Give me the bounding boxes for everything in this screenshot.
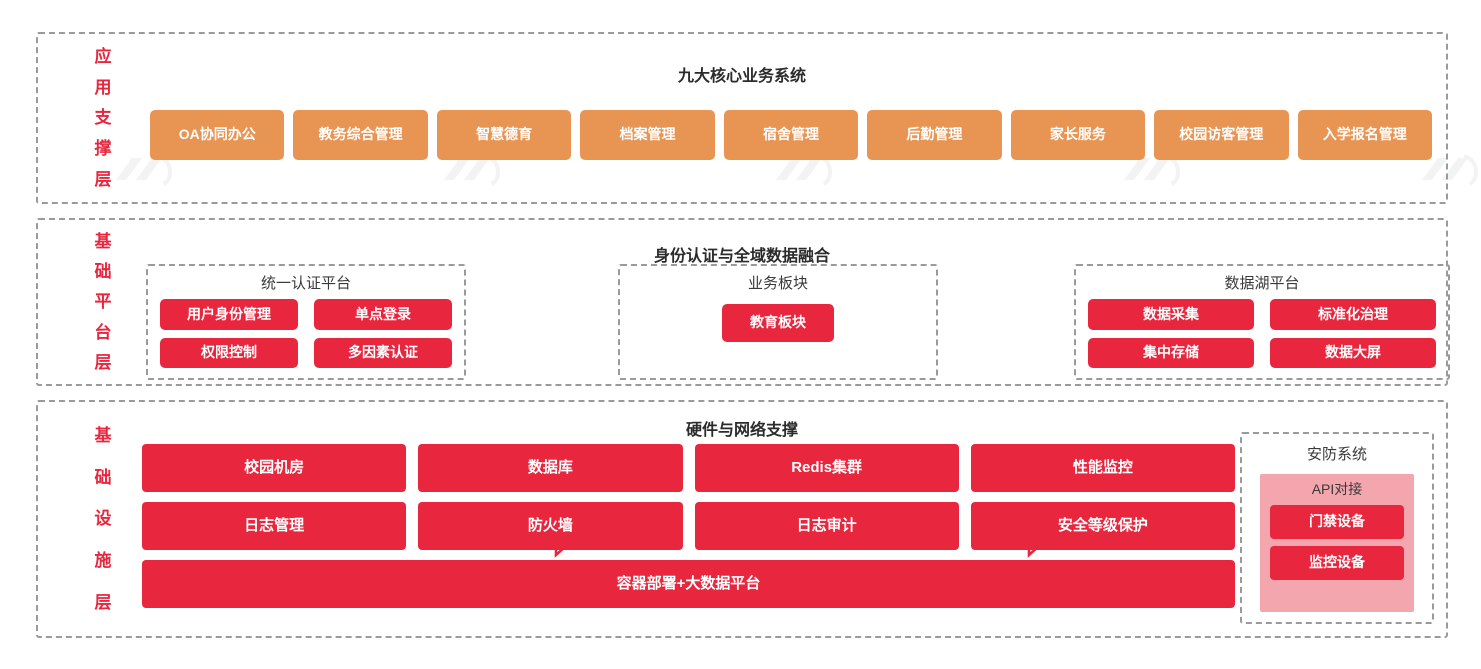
system-chip-academic-affairs[interactable]: 教务综合管理 (293, 110, 428, 160)
group-business-sector: 业务板块 教育板块 (618, 264, 938, 380)
group-unified-auth-platform: 统一认证平台 用户身份管理 单点登录 权限控制 多因素认证 (146, 264, 466, 380)
system-chip-logistics-management[interactable]: 后勤管理 (867, 110, 1002, 160)
layer-label-char: 层 (94, 593, 112, 613)
infra-chip-log-management[interactable]: 日志管理 (142, 502, 407, 550)
api-integration-panel: API对接 门禁设备 监控设备 (1260, 474, 1414, 612)
layer-label-char: 台 (94, 322, 112, 342)
layer-label-base-platform: 基 础 平 台 层 (86, 220, 120, 384)
layer-label-char: 撑 (94, 139, 112, 159)
layer-label-char: 用 (94, 77, 112, 97)
auth-chip-single-sign-on[interactable]: 单点登录 (314, 299, 452, 330)
security-device-list: 门禁设备 监控设备 (1260, 505, 1414, 580)
lake-chip-data-dashboard[interactable]: 数据大屏 (1270, 337, 1436, 368)
layer-label-char: 施 (94, 551, 112, 571)
group-title-unified-auth-platform: 统一认证平台 (260, 275, 351, 292)
infrastructure-row: 校园机房 数据库 Redis集群 性能监控 (142, 444, 1235, 492)
infrastructure-wide-row: 容器部署+大数据平台 (142, 560, 1235, 608)
infra-chip-log-audit[interactable]: 日志审计 (694, 502, 959, 550)
layer-label-infrastructure: 基 础 设 施 层 (86, 402, 120, 636)
layer-label-char: 应 (94, 46, 112, 66)
layer-label-char: 层 (94, 170, 112, 190)
layer-title-core-business-systems: 九大核心业务系统 (677, 68, 806, 85)
business-sector-item-list: 教育板块 (620, 304, 936, 342)
system-chip-oa[interactable]: OA协同办公 (150, 110, 285, 160)
layer-label-char: 础 (94, 467, 112, 487)
layer-infrastructure: 基 础 设 施 层 硬件与网络支撑 校园机房 数据库 Redis集群 性能监控 … (36, 400, 1448, 638)
api-integration-label: API对接 (1311, 481, 1363, 497)
layer-label-char: 支 (94, 108, 112, 128)
security-system-panel: 安防系统 API对接 门禁设备 监控设备 (1240, 432, 1434, 624)
layer-title-hardware-network-support: 硬件与网络支撑 (685, 422, 798, 439)
security-chip-access-control-device[interactable]: 门禁设备 (1270, 505, 1404, 539)
layer-label-char: 基 (94, 425, 112, 445)
infra-chip-redis-cluster[interactable]: Redis集群 (694, 444, 959, 492)
layer-label-char: 设 (94, 509, 112, 529)
layer-application-support: 应 用 支 撑 层 九大核心业务系统 OA协同办公 教务综合管理 智慧德育 档案… (36, 32, 1448, 204)
data-lake-item-grid: 数据采集 标准化治理 集中存储 数据大屏 (1088, 299, 1436, 368)
layer-label-application-support: 应 用 支 撑 层 (86, 34, 120, 202)
layer-label-char: 平 (94, 292, 112, 312)
system-chip-dormitory-management[interactable]: 宿舍管理 (723, 110, 859, 160)
layer-label-char: 层 (94, 352, 112, 372)
group-title-data-lake-platform: 数据湖平台 (1224, 275, 1300, 292)
core-business-system-list: OA协同办公 教务综合管理 智慧德育 档案管理 宿舍管理 后勤管理 家长服务 校… (150, 110, 1432, 160)
infra-chip-container-bigdata-platform[interactable]: 容器部署+大数据平台 (142, 560, 1235, 608)
auth-chip-user-identity[interactable]: 用户身份管理 (160, 299, 298, 330)
infra-chip-performance-monitoring[interactable]: 性能监控 (970, 444, 1235, 492)
unified-auth-item-grid: 用户身份管理 单点登录 权限控制 多因素认证 (160, 299, 452, 368)
system-chip-campus-visitor[interactable]: 校园访客管理 (1154, 110, 1289, 160)
layer-label-char: 基 (94, 232, 112, 252)
layer-title-identity-and-data-fusion: 身份认证与全域数据融合 (653, 248, 830, 265)
infra-chip-database[interactable]: 数据库 (418, 444, 683, 492)
infra-chip-campus-data-center[interactable]: 校园机房 (142, 444, 407, 492)
lake-chip-data-collection[interactable]: 数据采集 (1088, 299, 1254, 330)
lake-chip-standardized-governance[interactable]: 标准化治理 (1270, 299, 1436, 330)
security-system-title: 安防系统 (1306, 446, 1367, 463)
group-title-business-sector: 业务板块 (747, 275, 808, 292)
layer-base-platform: 基 础 平 台 层 身份认证与全域数据融合 统一认证平台 用户身份管理 单点登录… (36, 218, 1450, 558)
infrastructure-row: 日志管理 防火墙 日志审计 安全等级保护 (142, 502, 1235, 550)
system-chip-archive-management[interactable]: 档案管理 (580, 110, 715, 160)
lake-chip-centralized-storage[interactable]: 集中存储 (1088, 337, 1254, 368)
system-chip-smart-moral-education[interactable]: 智慧德育 (436, 110, 572, 160)
infrastructure-grid: 校园机房 数据库 Redis集群 性能监控 日志管理 防火墙 日志审计 安全等级… (142, 444, 1235, 608)
system-chip-enrollment[interactable]: 入学报名管理 (1297, 110, 1432, 160)
infra-chip-security-level-protection[interactable]: 安全等级保护 (970, 502, 1235, 550)
group-data-lake-platform: 数据湖平台 数据采集 标准化治理 集中存储 数据大屏 (1074, 264, 1450, 380)
infra-chip-firewall[interactable]: 防火墙 (418, 502, 683, 550)
auth-chip-mfa[interactable]: 多因素认证 (314, 337, 452, 368)
layer-label-char: 础 (94, 262, 112, 282)
security-chip-surveillance-device[interactable]: 监控设备 (1270, 546, 1404, 580)
auth-chip-permission-control[interactable]: 权限控制 (160, 337, 298, 368)
business-chip-education-sector[interactable]: 教育板块 (722, 304, 834, 342)
system-chip-parent-service[interactable]: 家长服务 (1010, 110, 1146, 160)
